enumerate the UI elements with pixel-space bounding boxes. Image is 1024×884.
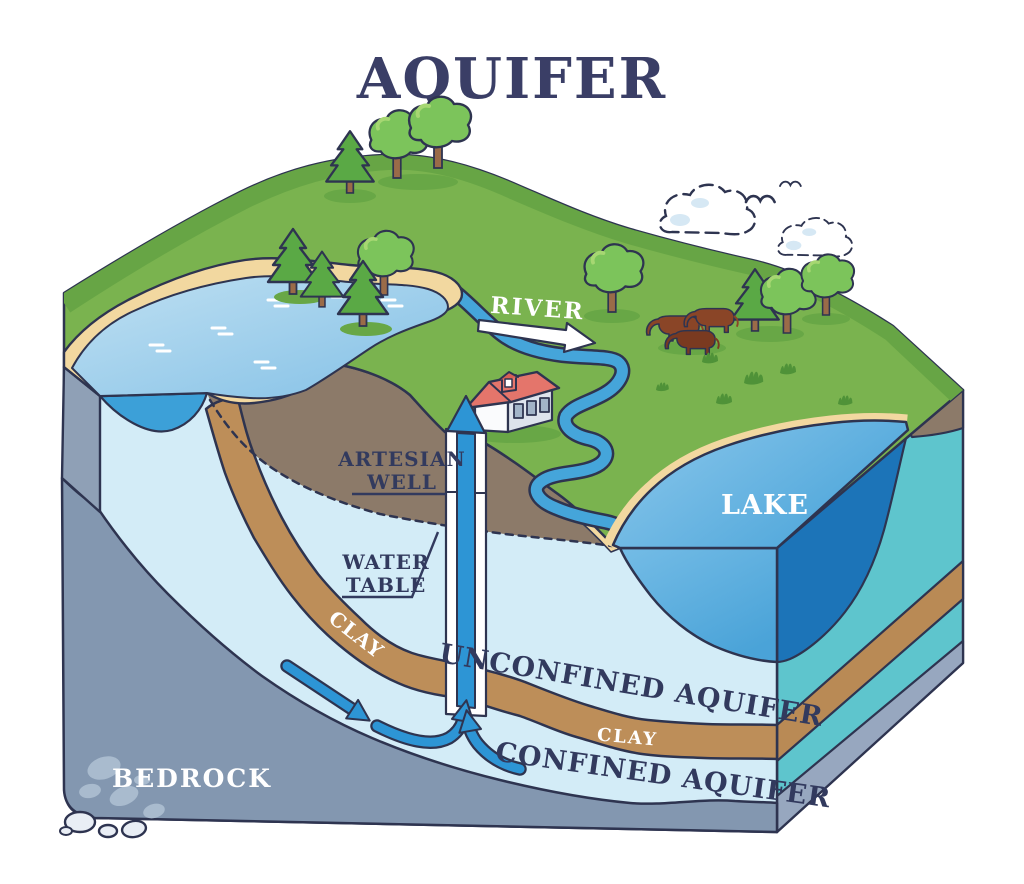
bird-icon (744, 194, 776, 204)
river-label: RIVER (490, 292, 586, 326)
flow-arrow-head (458, 709, 483, 734)
cloud-icon (776, 216, 854, 258)
bird-icon (779, 180, 802, 187)
river-direction-arrow (476, 318, 597, 354)
bedrock-layer (60, 476, 779, 834)
cloud-icon (658, 183, 757, 236)
leader-lines (342, 492, 446, 599)
topsoil-lens (207, 361, 613, 546)
flow-arrow-head (345, 698, 371, 722)
water-table-label: WATER (341, 550, 429, 574)
pebble-icon (59, 826, 73, 836)
pebble-icon (97, 823, 119, 839)
artesian-well-label: ARTESIAN (337, 447, 466, 471)
groundwater-flow-arrows (280, 659, 527, 776)
pebble-icon (120, 819, 148, 839)
bedrock-label: BEDROCK (112, 764, 272, 793)
lake-label: LAKE (721, 490, 809, 521)
lake (603, 413, 910, 550)
river (442, 280, 636, 540)
pond-cross-section (98, 391, 209, 433)
vegetation-and-animals (266, 94, 856, 406)
well-water-arrow-shaft (456, 432, 476, 709)
water-table-label: TABLE (346, 573, 427, 597)
hill-shading (64, 154, 963, 403)
artesian-well (444, 394, 488, 718)
page-title: AQUIFER (356, 46, 667, 112)
lake-side-wedge (775, 428, 910, 664)
house-icon (464, 370, 561, 443)
well-arrow-head (445, 394, 487, 435)
well-water-level (445, 491, 487, 494)
top-surface (62, 94, 965, 550)
pebble-icon (63, 810, 97, 834)
artesian-well-label: WELL (366, 470, 437, 494)
right-side-face (775, 388, 965, 834)
lake-cross-section (618, 546, 779, 664)
lake-surface (611, 419, 910, 550)
water-table-leader (342, 531, 440, 599)
water-table-line (208, 398, 614, 548)
clay-layer (204, 397, 779, 761)
bedrock-rocks (59, 756, 165, 839)
